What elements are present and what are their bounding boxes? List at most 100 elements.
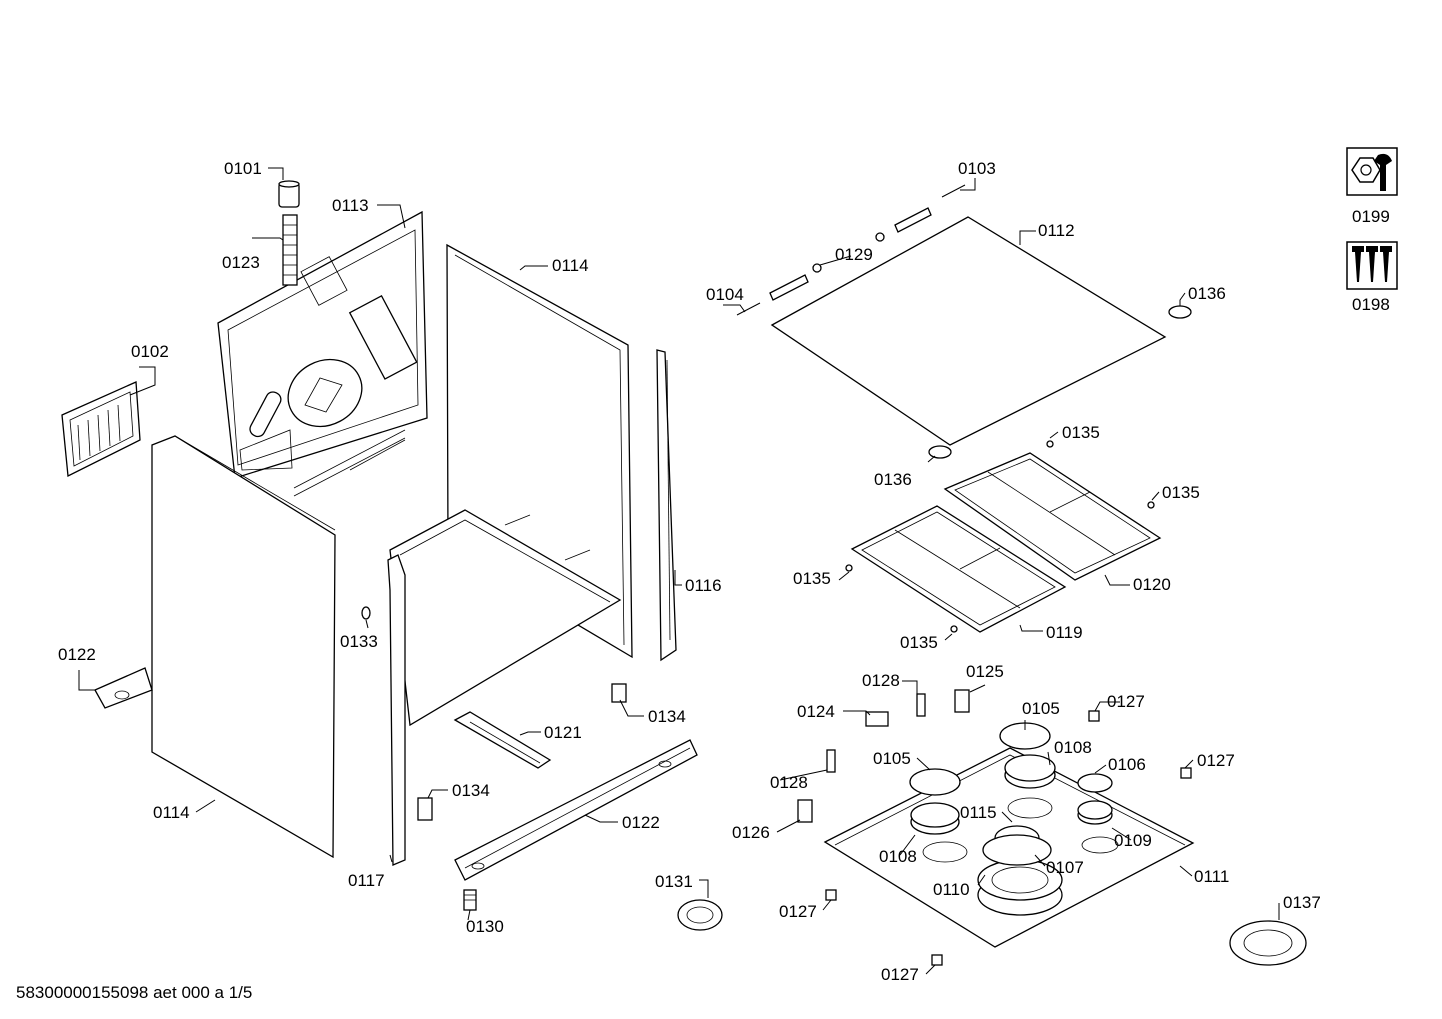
burner-cap-right: [1077, 773, 1113, 793]
label-0124: 0124: [797, 702, 835, 721]
bumper-lower: [928, 445, 952, 459]
burner-small-right: [1077, 800, 1113, 825]
label-0199: 0199: [1352, 207, 1390, 226]
pan-support-right: [943, 452, 1162, 581]
ignition-0126: [797, 799, 813, 823]
label-0134-upper: 0134: [648, 707, 686, 726]
clip-0127-a: [1088, 710, 1100, 722]
label-0108-upper: 0108: [1054, 738, 1092, 757]
label-0105-upper: 0105: [1022, 699, 1060, 718]
rubber-foot-a: [1046, 440, 1054, 448]
burner-cap-wok: [982, 825, 1052, 866]
clip-0134-lower: [417, 797, 433, 821]
burner-medium: [1004, 754, 1056, 789]
clip-0133: [361, 606, 371, 620]
clip-0134-upper: [611, 683, 627, 703]
label-0107: 0107: [1046, 858, 1084, 877]
label-0111: 0111: [1194, 867, 1229, 886]
label-0127-b: 0127: [1197, 751, 1235, 770]
bumper-upper: [1168, 305, 1192, 319]
hinge-right: [894, 207, 932, 233]
hinge-left: [769, 274, 809, 301]
label-0122-right: 0122: [622, 813, 660, 832]
rubber-foot-b: [1147, 501, 1155, 509]
clip-0127-b: [1180, 767, 1192, 779]
thermocouple-0128-lower: [826, 749, 836, 773]
mounting-ring-0137: [1229, 920, 1307, 966]
label-0134-lower: 0134: [452, 781, 490, 800]
leveling-foot: [463, 889, 477, 911]
label-0104: 0104: [706, 285, 744, 304]
ignition-0125: [954, 689, 970, 713]
rubber-foot-d: [950, 625, 958, 633]
label-0108-lower: 0108: [879, 847, 917, 866]
label-0135-b: 0135: [1162, 483, 1200, 502]
label-0137: 0137: [1283, 893, 1321, 912]
label-0114-right: 0114: [552, 256, 589, 275]
label-0102: 0102: [131, 342, 169, 361]
label-0128-upper: 0128: [862, 671, 900, 690]
label-0119: 0119: [1046, 623, 1083, 642]
foot-bracket-right: [454, 739, 698, 881]
label-0127-c: 0127: [779, 902, 817, 921]
label-0136-upper: 0136: [1188, 284, 1226, 303]
rubber-foot-c: [845, 564, 853, 572]
label-0131: 0131: [655, 872, 693, 891]
label-0116: 0116: [685, 576, 722, 595]
screw-0104: [736, 302, 761, 316]
vent-hose: [282, 214, 298, 286]
bottom-rail: [453, 711, 552, 769]
part-labels: 0101 0113 0123 0102 0114 0116 0133 0122 …: [58, 159, 1390, 984]
label-0115: 0115: [960, 803, 997, 822]
label-0106: 0106: [1108, 755, 1146, 774]
label-0135-d: 0135: [900, 633, 938, 652]
label-0121: 0121: [544, 723, 582, 742]
screw-0103: [941, 184, 966, 198]
label-0122-left: 0122: [58, 645, 96, 664]
label-0103: 0103: [958, 159, 996, 178]
label-0117: 0117: [348, 871, 385, 890]
vent-cap: [278, 180, 300, 208]
clip-0127-c: [825, 889, 837, 901]
washer-0129: [812, 232, 885, 273]
label-0123: 0123: [222, 253, 260, 272]
side-panel-left: [151, 435, 336, 859]
side-rail: [656, 349, 677, 662]
clip-0127-d: [931, 954, 943, 966]
label-0128-lower: 0128: [770, 773, 808, 792]
label-0112: 0112: [1038, 221, 1075, 240]
burner-cap-left: [909, 768, 961, 796]
foot-bracket-left: [94, 667, 153, 709]
front-frame-strip: [387, 554, 406, 866]
document-footer-id: 58300000155098 aet 000 a 1/5: [16, 983, 252, 1002]
burner-small-left: [910, 802, 960, 835]
label-0120: 0120: [1133, 575, 1171, 594]
label-0105-lower: 0105: [873, 749, 911, 768]
label-0130: 0130: [466, 917, 504, 936]
label-0109: 0109: [1114, 831, 1152, 850]
label-0125: 0125: [966, 662, 1004, 681]
pan-support-left: [850, 505, 1067, 633]
leader-lines: [78, 167, 1280, 975]
wrench-nut-icon: [1346, 147, 1398, 196]
label-0127-a: 0127: [1107, 692, 1145, 711]
glass-lid: [770, 216, 1167, 446]
label-0101: 0101: [224, 159, 262, 178]
label-0135-a: 0135: [1062, 423, 1100, 442]
vent-grille: [61, 381, 141, 478]
mounting-ring-0131: [677, 899, 723, 931]
label-0126: 0126: [732, 823, 770, 842]
label-0127-d: 0127: [881, 965, 919, 984]
rear-panel: [217, 210, 428, 497]
thermocouple-0128-upper: [916, 693, 926, 717]
label-0133: 0133: [340, 632, 378, 651]
label-0113: 0113: [332, 196, 369, 215]
screws-icon: [1346, 241, 1398, 290]
label-0135-c: 0135: [793, 569, 831, 588]
label-0114-left: 0114: [153, 803, 190, 822]
label-0129: 0129: [835, 245, 873, 264]
label-0136-lower: 0136: [874, 470, 912, 489]
label-0198: 0198: [1352, 295, 1390, 314]
label-0110: 0110: [933, 880, 970, 899]
